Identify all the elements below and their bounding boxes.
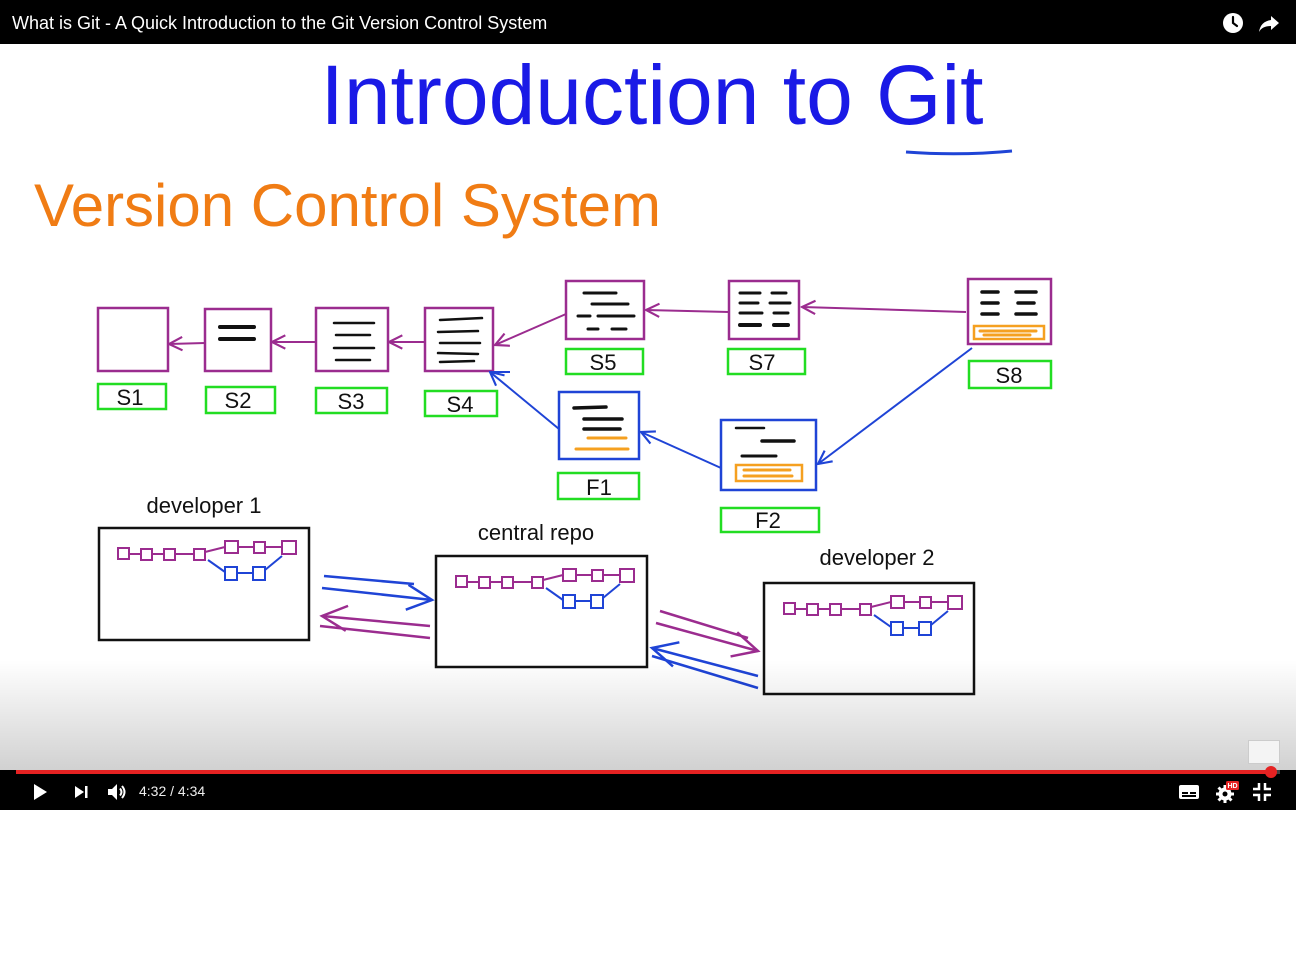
storyboard-preview-thumbnail [1248,740,1280,764]
developer2-mini-history [783,595,963,636]
developer1-repo-box [97,526,311,642]
snapshot-s5-box [564,279,646,341]
slide-canvas: Introduction to Git Version Control Syst… [34,48,1053,696]
snapshot-s1-box [96,306,170,373]
developer1-label: developer 1 [147,493,262,518]
snapshot-label-boxes [96,347,1053,534]
sync-arrows [320,574,758,690]
exit-fullscreen-icon[interactable] [1250,780,1274,804]
snapshot-s8-box [966,277,1053,346]
snapshot-label-s4: S4 [447,392,474,417]
player-top-bar: What is Git - A Quick Introduction to th… [0,0,1296,44]
hd-badge: HD [1227,783,1237,790]
snapshot-s3-box [314,306,390,373]
gear-icon[interactable]: HD [1215,780,1239,804]
slide-title: Introduction to Git [320,48,983,142]
central-mini-history [455,568,635,609]
snapshot-label-s2: S2 [225,388,252,413]
developer1-mini-history [117,540,297,581]
share-arrow-icon[interactable] [1258,12,1280,34]
progress-bar[interactable] [16,766,1280,778]
snapshot-content-lines [218,290,1038,458]
time-display: 4:32 / 4:34 [139,783,206,799]
snapshot-label-s1: S1 [117,385,144,410]
central-repo-label: central repo [478,520,594,545]
snapshot-label-s7: S7 [749,350,776,375]
player-control-bar: 4:32 / 4:34 HD [0,766,1296,810]
snapshot-s7-box [727,279,801,341]
title-underline [905,149,1013,156]
controls-gradient [0,660,1296,770]
subtitles-icon[interactable] [1177,780,1201,804]
central-repo-box [434,554,649,669]
snapshot-label-s3: S3 [338,389,365,414]
play-icon[interactable] [28,780,52,804]
snapshot-label-f1: F1 [586,475,612,500]
video-player[interactable]: What is Git - A Quick Introduction to th… [0,0,1296,810]
scrubber-handle[interactable] [1265,766,1278,778]
history-arrows [169,307,973,469]
video-frame-slide: Introduction to Git Version Control Syst… [0,44,1296,770]
snapshot-changes-orange [574,324,1046,483]
developer2-label: developer 2 [820,545,935,570]
progress-played [16,770,1272,774]
volume-icon[interactable] [105,780,129,804]
clock-icon[interactable] [1222,12,1244,34]
video-title[interactable]: What is Git - A Quick Introduction to th… [12,13,548,33]
snapshot-label-s8: S8 [996,363,1023,388]
snapshot-label-s5: S5 [590,350,617,375]
skip-next-icon[interactable] [69,780,93,804]
snapshot-label-f2: F2 [755,508,781,533]
slide-subtitle: Version Control System [34,172,661,239]
